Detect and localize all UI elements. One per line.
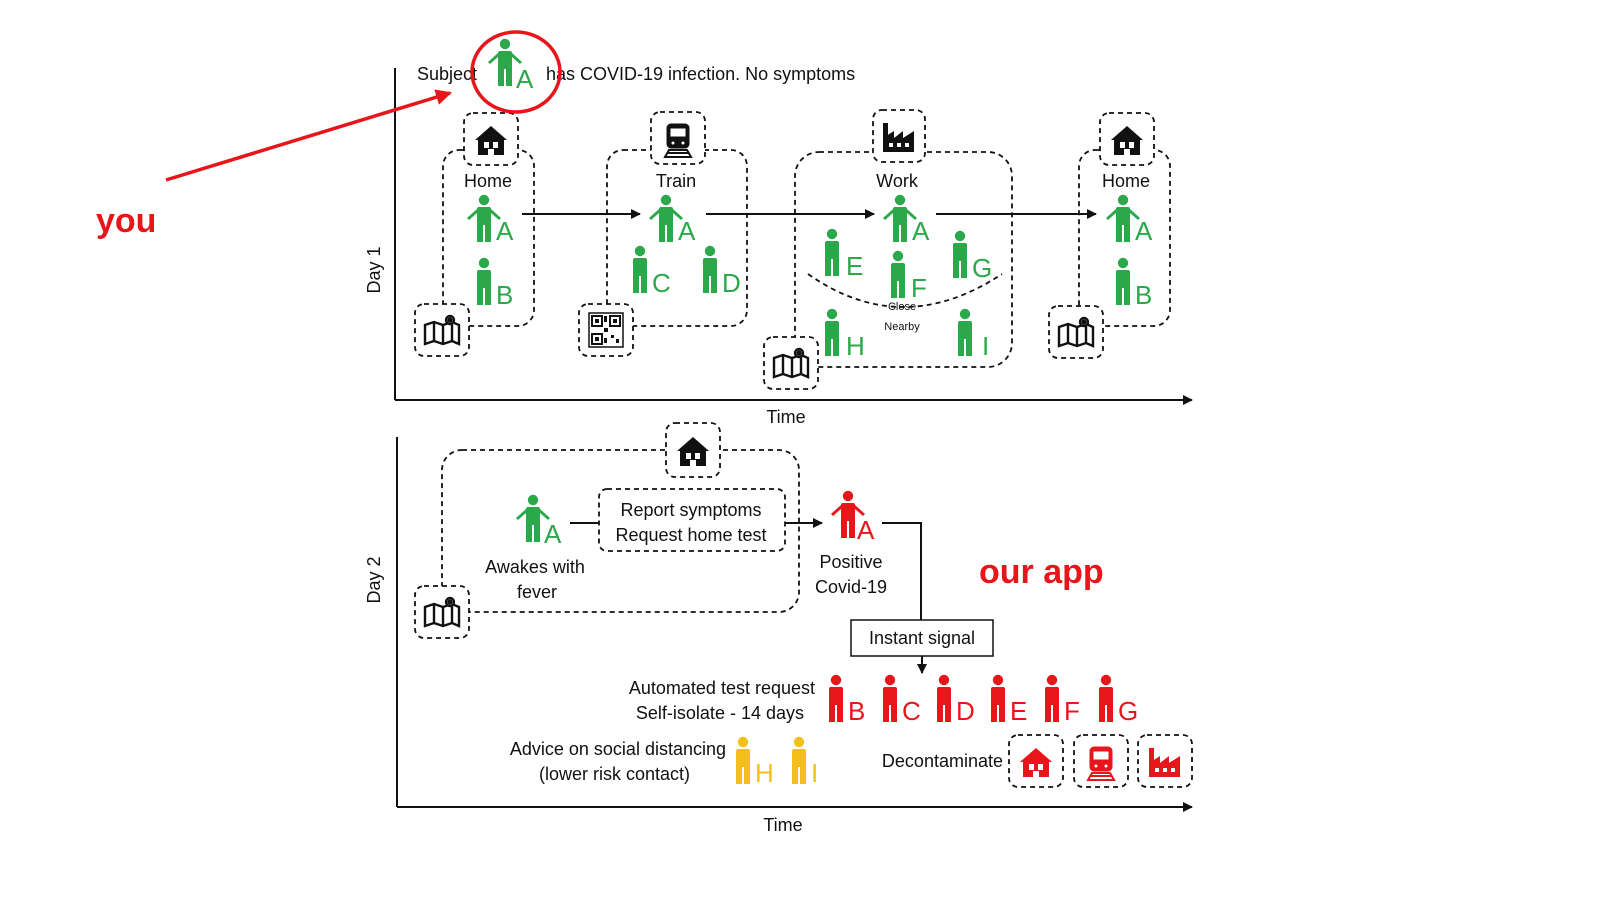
advice-text-line2: (lower risk contact) (539, 764, 690, 784)
automated-text-line1: Automated test request (629, 678, 815, 698)
person-icon (825, 308, 839, 356)
person-icon (829, 674, 843, 722)
train-person-c: C (652, 268, 671, 298)
awakes-text-line2: fever (517, 582, 557, 602)
close-nearby-divider (807, 273, 1003, 308)
person-icon (633, 245, 647, 293)
day2-time-label: Time (763, 815, 802, 835)
awake-person-a: A (544, 519, 562, 549)
day1-panel: Day 1 Time Subject has COVID-19 infectio… (364, 38, 1193, 427)
home1-label: Home (464, 171, 512, 191)
report-symptoms-box (598, 488, 786, 552)
work-person-a: A (912, 216, 930, 246)
contact-label: G (1118, 696, 1138, 726)
person-icon (825, 228, 839, 276)
report-text-line1: Report symptoms (620, 500, 761, 520)
person-icon (883, 674, 897, 722)
annotation-our-app: our app (979, 553, 1104, 591)
person-icon (1116, 257, 1130, 305)
person-icon (991, 674, 1005, 722)
subject-prefix: Subject (417, 64, 477, 84)
annotation-arrow (165, 89, 452, 182)
day2-home-region (441, 449, 800, 613)
positive-text-line2: Covid-19 (815, 577, 887, 597)
day2-panel: Day 2 Time A Awakes with fever Report sy… (364, 422, 1193, 835)
contact-label: H (755, 758, 774, 788)
contact-label: D (956, 696, 975, 726)
person-icon (1099, 674, 1113, 722)
train-label: Train (656, 171, 696, 191)
home2-label: Home (1102, 171, 1150, 191)
person-icon (937, 674, 951, 722)
home2-person-a: A (1135, 216, 1153, 246)
contact-label: B (848, 696, 865, 726)
high-risk-contacts: B C D E F G (829, 674, 1138, 726)
train-person-d: D (722, 268, 741, 298)
work-person-h: H (846, 331, 865, 361)
positive-person-a: A (857, 515, 875, 545)
person-icon (477, 257, 491, 305)
person-icon (958, 308, 972, 356)
work-person-g: G (972, 253, 992, 283)
awakes-text-line1: Awakes with (485, 557, 585, 577)
close-label: Close (888, 301, 916, 313)
day1-time-label: Time (766, 407, 805, 427)
person-icon (891, 250, 905, 298)
contact-label: F (1064, 696, 1080, 726)
subject-person-label: A (516, 64, 534, 94)
decontaminate-label: Decontaminate (882, 751, 1003, 771)
person-icon (736, 736, 750, 784)
contact-label: C (902, 696, 921, 726)
annotation-you: you (96, 202, 156, 240)
automated-text-line2: Self-isolate - 14 days (636, 703, 804, 723)
train-person-a: A (678, 216, 696, 246)
home1-person-b: B (496, 280, 513, 310)
train-icon (664, 123, 692, 158)
instant-signal-box (850, 619, 994, 657)
report-text-line2: Request home test (615, 525, 766, 545)
train-icon (1087, 746, 1115, 781)
connector-positive-signal (882, 522, 922, 620)
contact-label: E (1010, 696, 1027, 726)
annotations: you our app (96, 30, 1104, 591)
person-icon (1045, 674, 1059, 722)
work-label: Work (876, 171, 919, 191)
nearby-label: Nearby (884, 321, 920, 333)
contact-label: I (811, 758, 818, 788)
person-icon (953, 230, 967, 278)
work-person-i: I (982, 331, 989, 361)
home1-person-a: A (496, 216, 514, 246)
work-person-e: E (846, 251, 863, 281)
subject-description: has COVID-19 infection. No symptoms (546, 64, 855, 84)
day1-axis-label: Day 1 (364, 246, 384, 293)
highlight-circle (470, 30, 562, 114)
person-icon (703, 245, 717, 293)
advice-text-line1: Advice on social distancing (510, 739, 726, 759)
person-icon (792, 736, 806, 784)
home2-person-b: B (1135, 280, 1152, 310)
day2-axis-label: Day 2 (364, 556, 384, 603)
positive-text-line1: Positive (819, 552, 882, 572)
work-person-f: F (911, 273, 927, 303)
instant-signal-label: Instant signal (869, 628, 975, 648)
